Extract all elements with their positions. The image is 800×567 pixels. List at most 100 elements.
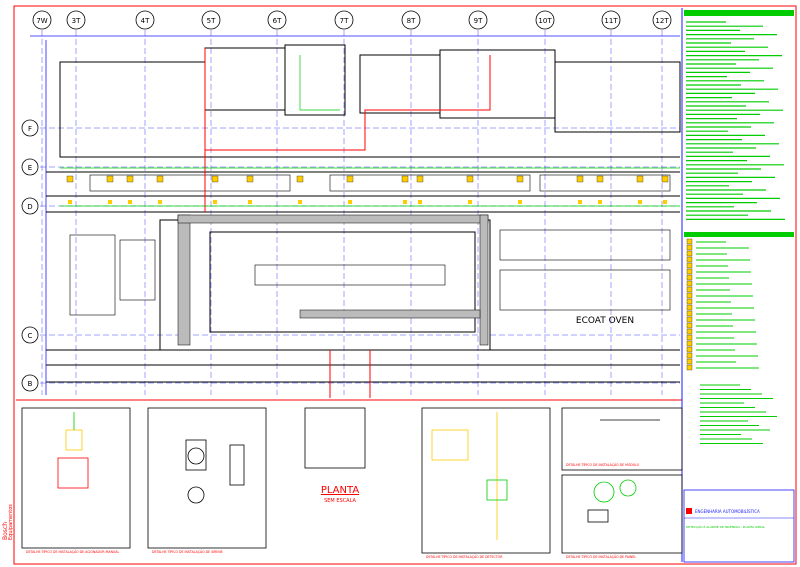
- detail-caption-2: DETALHE TÍPICO DE INSTALAÇÃO DE SIRENE: [152, 549, 223, 554]
- grid-col-label: 8T: [407, 17, 416, 25]
- grid-col-label: 6T: [273, 17, 282, 25]
- grid-col-label: 12T: [655, 17, 669, 25]
- legend-symbol: [686, 268, 693, 275]
- device-marker: [661, 175, 669, 183]
- grid-col-label: 7T: [340, 17, 349, 25]
- title-block: ENGENHARIA AUTOMOBILÍSTICA DETECÇÃO E AL…: [683, 489, 795, 563]
- device-marker: [578, 200, 582, 204]
- device-marker: [596, 175, 604, 183]
- grid-col-bubble: [66, 10, 86, 30]
- legend-symbol: [686, 322, 693, 329]
- detail-caption-1: DETALHE TÍPICO DE INSTALAÇÃO DE ACIONADO…: [26, 549, 119, 554]
- grid-row-label: B: [28, 380, 33, 388]
- legend-symbol: [686, 304, 693, 311]
- grid-col-bubble: [267, 10, 287, 30]
- device-marker: [518, 200, 522, 204]
- detail-drawings: [57, 412, 660, 540]
- legend-symbol: [686, 364, 693, 371]
- grid-col-label: 4T: [141, 17, 150, 25]
- grid-row-label: C: [28, 332, 33, 340]
- device-marker: [156, 175, 164, 183]
- device-marker: [106, 175, 114, 183]
- legend-panel: [684, 232, 794, 444]
- detail-caption-4: DETALHE TÍPICO DE INSTALAÇÃO DE MÓDULO: [566, 462, 640, 467]
- device-marker: [403, 200, 407, 204]
- device-marker: [213, 200, 217, 204]
- margin-tag-line1: Bosch: [2, 522, 9, 540]
- device-marker: [66, 175, 74, 183]
- legend-symbol: [686, 310, 693, 317]
- conveyor-walls: [177, 214, 489, 346]
- grid-row-label: E: [28, 164, 32, 172]
- legend-symbol: [686, 340, 693, 347]
- detail-caption-3: DETALHE TÍPICO DE INSTALAÇÃO DE DETECTOR: [426, 554, 503, 559]
- grid-row-label: D: [27, 203, 32, 211]
- legend-symbol: [686, 298, 693, 305]
- device-marker: [416, 175, 424, 183]
- device-marker: [638, 200, 642, 204]
- legend-symbol: [686, 274, 693, 281]
- grid-row-bubble: [21, 197, 39, 215]
- device-marker: [108, 200, 112, 204]
- legend-symbol: [686, 280, 693, 287]
- grid-row-bubble: [21, 374, 39, 392]
- legend-symbol: [686, 316, 693, 323]
- grid-col-label: 9T: [474, 17, 483, 25]
- device-marker: [598, 200, 602, 204]
- legend-symbol: [686, 292, 693, 299]
- device-marker: [663, 200, 667, 204]
- legend-header-bar: [684, 232, 794, 237]
- device-marker: [576, 175, 584, 183]
- legend-symbol: [686, 334, 693, 341]
- title-block-description: DETECÇÃO E ALARME DE INCÊNDIO - PLANTA G…: [686, 524, 765, 529]
- legend-symbol: [686, 346, 693, 353]
- grid-col-bubble: [601, 10, 621, 30]
- device-marker: [126, 175, 134, 183]
- detail-caption-5: DETALHE TÍPICO DE INSTALAÇÃO DE PAINEL: [566, 554, 636, 559]
- legend-symbol: [686, 244, 693, 251]
- device-marker: [246, 175, 254, 183]
- device-marker: [418, 200, 422, 204]
- grid-col-bubble: [535, 10, 555, 30]
- ecoat-oven-label: ECOAT OVEN: [576, 316, 634, 326]
- plan-scale: SEM ESCALA: [324, 498, 356, 504]
- grid-col-bubble: [652, 10, 672, 30]
- device-marker: [298, 200, 302, 204]
- device-marker: [346, 175, 354, 183]
- device-marker: [401, 175, 409, 183]
- fire-devices: [66, 175, 669, 204]
- detail-frames: [21, 407, 683, 554]
- grid-col-bubble: [401, 10, 421, 30]
- legend-symbol: [686, 328, 693, 335]
- legend-symbol: [686, 286, 693, 293]
- device-marker: [248, 200, 252, 204]
- device-marker: [468, 200, 472, 204]
- grid-row-label: F: [28, 125, 32, 133]
- grid-col-label: 7W: [36, 17, 47, 25]
- device-marker: [68, 200, 72, 204]
- legend-symbol: [686, 262, 693, 269]
- device-marker: [211, 175, 219, 183]
- equipment-blocks: [69, 174, 671, 316]
- notes-panel: [684, 10, 794, 220]
- device-marker: [466, 175, 474, 183]
- grid-row-bubble: [21, 158, 39, 176]
- grid-col-label: 11T: [604, 17, 618, 25]
- device-marker: [348, 200, 352, 204]
- title-block-company: ENGENHARIA AUTOMOBILÍSTICA: [695, 509, 760, 514]
- plan-title: PLANTA: [321, 485, 359, 496]
- cable-runs: [60, 55, 680, 207]
- margin-tag-line2: Equipamentos: [8, 504, 14, 540]
- grid-col-label: 3T: [72, 17, 81, 25]
- grid-col-bubble: [32, 10, 52, 30]
- device-marker: [516, 175, 524, 183]
- grid-col-bubble: [201, 10, 221, 30]
- legend-symbol: [686, 352, 693, 359]
- notes-header-bar: [684, 10, 794, 16]
- legend-symbol: [686, 358, 693, 365]
- legend-symbol: [686, 250, 693, 257]
- fire-alarm-loop: [204, 48, 491, 398]
- grid-col-bubble: [468, 10, 488, 30]
